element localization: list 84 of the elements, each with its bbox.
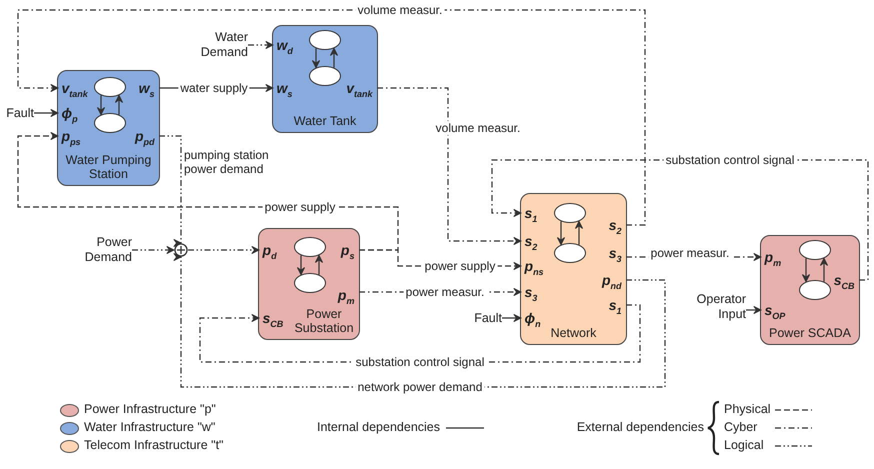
input-label: Operator Input <box>688 290 746 324</box>
port-label: p$_{ps}$ <box>58 126 92 146</box>
state-ellipse <box>798 240 830 260</box>
port-label: s$_{OP}$ <box>760 300 798 320</box>
port-label: p$_{d}$ <box>258 240 290 260</box>
edge-label: power supply <box>422 259 498 273</box>
connector-arrow <box>248 40 274 50</box>
legend-text: Power Infrastructure "p" <box>84 402 216 417</box>
connector-arrow <box>314 254 324 275</box>
summing-junction <box>174 243 188 257</box>
state-ellipse <box>94 112 126 132</box>
connector-arrow <box>574 220 584 245</box>
state-ellipse <box>294 272 326 292</box>
port-label: s$_{1}$ <box>598 294 626 314</box>
edge-label: volume measur. <box>434 121 522 135</box>
input-label: Power Demand <box>68 233 132 267</box>
legend-text: Telecom Infrastructure "t" <box>84 438 224 453</box>
input-label: Fault <box>466 308 502 328</box>
connector-arrow <box>556 221 566 246</box>
edge-label: substation control signal <box>354 355 486 369</box>
connector-arrow <box>746 306 762 314</box>
port-label: ϕ$_{p}$ <box>58 102 86 122</box>
legend-text: Cyber <box>724 420 758 435</box>
state-ellipse <box>554 242 586 262</box>
port-label: v$_{tank}$ <box>58 78 96 98</box>
component-box <box>760 235 860 345</box>
input-label: Water Demand <box>186 28 248 62</box>
legend-text: Internal dependencies <box>316 420 440 435</box>
state-ellipse <box>294 236 326 256</box>
component-box <box>258 228 360 340</box>
connector-arrow <box>330 48 338 68</box>
box-title: Power Substation <box>293 307 355 335</box>
legend-heading: External dependencies <box>576 420 704 435</box>
state-ellipse <box>798 280 830 300</box>
port-label: p$_{s}$ <box>326 240 358 260</box>
input-label: Fault <box>0 103 34 123</box>
port-label: s$_{3}$ <box>520 282 548 302</box>
port-label: s$_{CB}$ <box>824 270 858 290</box>
box-title: Network <box>550 326 598 340</box>
connector-arrow <box>96 95 106 116</box>
port-label: s$_{3}$ <box>598 242 626 262</box>
port-label: p$_{ns}$ <box>520 256 554 276</box>
connector-arrow <box>820 258 828 282</box>
connector-arrow <box>17 9 646 226</box>
port-label: w$_{s}$ <box>272 78 304 98</box>
port-label: w$_{d}$ <box>272 34 304 54</box>
port-label: s$_{CB}$ <box>258 308 292 328</box>
port-label: s$_{1}$ <box>520 202 548 222</box>
component-box <box>520 193 627 345</box>
connector-arrow <box>34 108 58 118</box>
connector-arrow <box>188 246 260 254</box>
edge-label: water supply <box>178 81 250 95</box>
port-label: v$_{tank}$ <box>338 78 376 98</box>
edge-label: power supply <box>262 200 338 214</box>
box-title: Water Pumping Station <box>64 153 152 181</box>
port-label: p$_{pd}$ <box>124 126 158 146</box>
component-box <box>272 25 378 133</box>
port-label: w$_{s}$ <box>128 78 158 98</box>
port-label: p$_{m}$ <box>324 284 358 304</box>
legend-text: Physical <box>724 402 771 417</box>
edge-label: substation control signal <box>664 153 796 167</box>
legend-text: Water Infrastructure "w" <box>84 420 216 435</box>
connector-arrow <box>802 258 810 282</box>
port-label: p$_{m}$ <box>760 246 794 266</box>
edge-label: network power demand <box>356 380 484 394</box>
state-ellipse <box>308 66 340 86</box>
state-ellipse <box>554 202 586 222</box>
port-label: s$_{2}$ <box>520 230 548 250</box>
port-label: ϕ$_{n}$ <box>520 308 548 328</box>
component-box <box>57 70 160 186</box>
box-title: Water Tank <box>292 114 358 128</box>
connector-arrow <box>114 94 124 115</box>
connector-arrow <box>312 48 320 68</box>
legend-text: Logical <box>724 438 764 453</box>
connector-arrow <box>132 246 174 254</box>
state-ellipse <box>94 76 126 96</box>
port-label: s$_{2}$ <box>598 214 626 234</box>
port-label: p$_{nd}$ <box>590 270 626 290</box>
connector-arrow <box>296 255 306 276</box>
edge-label: volume measur. <box>356 3 444 17</box>
connector-arrow <box>377 87 522 246</box>
state-ellipse <box>308 30 340 50</box>
box-title: Power SCADA <box>768 326 852 340</box>
connector-arrow <box>502 314 522 322</box>
